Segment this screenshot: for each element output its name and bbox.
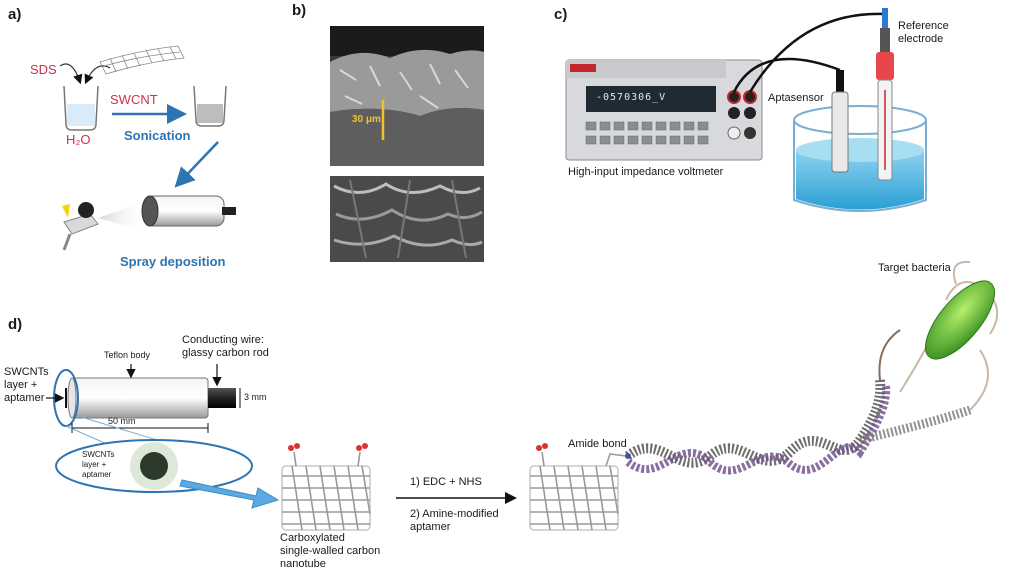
spray-deposition-label: Spray deposition <box>120 254 226 269</box>
nanotube-structure-2 <box>529 451 627 531</box>
bacterium-icon <box>925 260 998 360</box>
spray-gun-icon <box>62 202 99 251</box>
inset-swcnt-label: SWCNTs layer + aptamer <box>82 450 115 479</box>
aptamer-helix <box>624 329 989 475</box>
electrode-tip-inset <box>55 439 253 493</box>
panel-label-c: c) <box>554 6 568 23</box>
scale-bar-label: 30 μm <box>352 114 381 125</box>
dimension-3mm: 3 mm <box>244 392 267 402</box>
amide-bond-label: Amide bond <box>568 438 627 450</box>
step1-label: 1) EDC + NHS <box>410 476 482 488</box>
sonication-label: Sonication <box>124 128 191 143</box>
reference-electrode <box>876 8 894 181</box>
electrode-schematic <box>46 364 241 433</box>
reference-electrode-label: Reference electrode <box>898 20 949 45</box>
conducting-wire-label: Conducting wire: glassy carbon rod <box>182 334 269 359</box>
beaker-icon <box>63 85 99 131</box>
step2-label: 2) Amine-modified aptamer <box>410 508 499 533</box>
cable <box>748 12 887 93</box>
target-bacteria-label: Target bacteria <box>878 262 951 274</box>
teflon-body-label: Teflon body <box>104 350 151 360</box>
panel-label-d: d) <box>8 316 23 333</box>
carboxyl-group <box>294 443 300 449</box>
dimension-50mm: 50 mm <box>108 416 136 426</box>
sem-image-bottom <box>330 176 484 262</box>
panel-a-illustration <box>59 45 236 251</box>
electrode-icon <box>141 195 236 227</box>
carboxylated-label: Carboxylated single-walled carbon nanotu… <box>280 532 381 570</box>
voltmeter-device <box>565 59 763 161</box>
aptasensor-label: Aptasensor <box>768 92 824 104</box>
swcnt-layer-label: SWCNTs layer + aptamer <box>4 366 49 404</box>
panel-label-a: a) <box>8 6 22 23</box>
panel-label-b: b) <box>292 2 307 19</box>
voltmeter-display: -0570306_V <box>596 92 667 103</box>
carboxyl-group <box>356 445 362 451</box>
carboxyl-group <box>362 443 368 449</box>
nanotube-structure-1 <box>281 451 371 531</box>
sds-label: SDS <box>30 62 57 77</box>
voltmeter-label: High-input impedance voltmeter <box>568 166 724 178</box>
swcnt-label: SWCNT <box>110 92 158 107</box>
carboxyl-group <box>288 445 294 451</box>
beaker-icon <box>193 85 227 127</box>
aptasensor-electrode <box>831 70 849 173</box>
sem-image-top <box>330 26 484 166</box>
big-arrow <box>179 479 280 509</box>
h2o-label: H₂O <box>66 132 91 147</box>
nanotube-icon <box>99 45 185 75</box>
water-beaker <box>793 105 927 212</box>
